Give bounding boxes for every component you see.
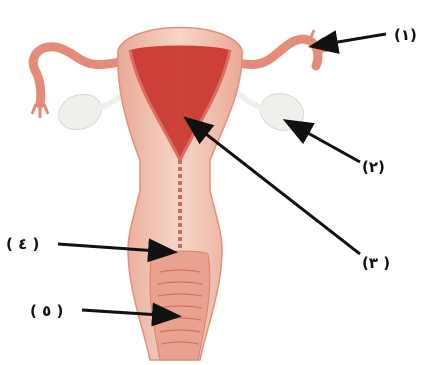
arrow-2 xyxy=(288,122,360,162)
label-1: (١) xyxy=(394,28,417,43)
right-ovarian-ligament xyxy=(236,92,262,108)
label-2: (٢) xyxy=(362,160,385,175)
right-fallopian-tube xyxy=(232,39,318,66)
label-3: (٣ ) xyxy=(362,256,390,271)
arrow-1 xyxy=(314,34,386,46)
label-4: ( ٤ ) xyxy=(6,237,39,252)
left-ovary xyxy=(54,89,107,136)
label-5: ( ٥ ) xyxy=(30,304,63,319)
left-fimbriae xyxy=(32,104,48,118)
